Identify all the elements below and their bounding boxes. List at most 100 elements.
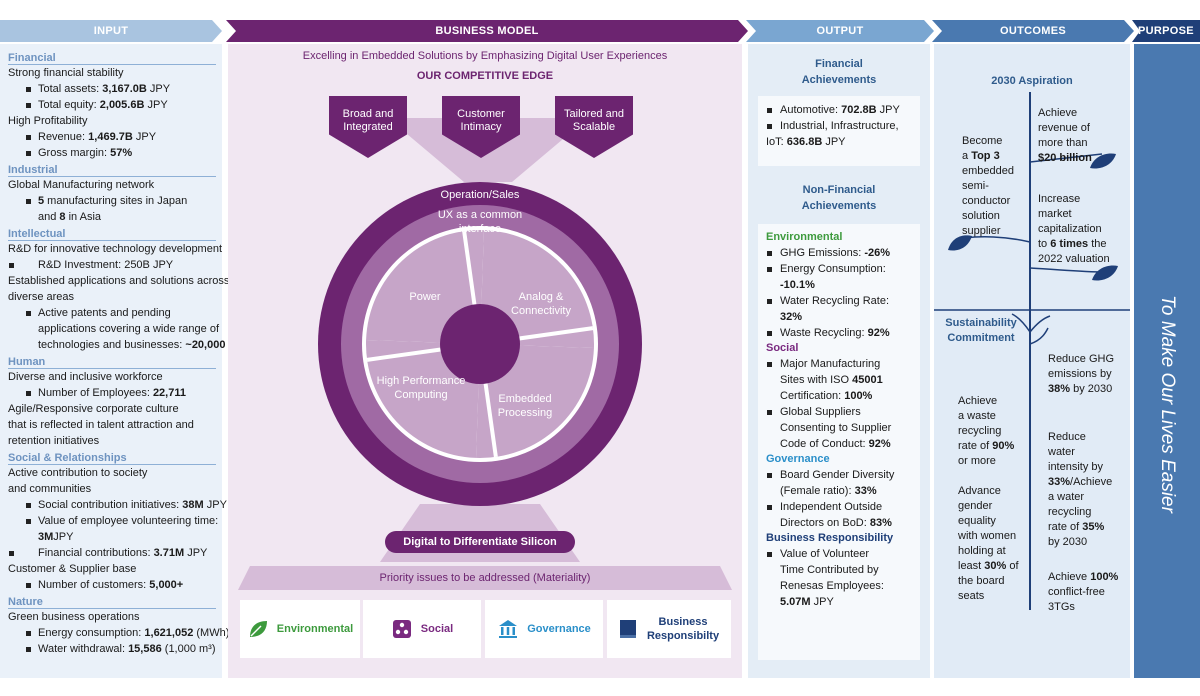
commitment-gender: Advance gender equality with women holdi…	[958, 485, 1019, 602]
input-line: Diverse and inclusive workforce	[8, 371, 163, 383]
input-header-label: INPUT	[93, 25, 129, 37]
digital-silicon-label: Digital to Differentiate Silicon	[403, 536, 557, 548]
input-line: that is reflected in talent attraction a…	[8, 419, 194, 431]
business-model-tagline: Excelling in Embedded Solutions by Empha…	[302, 50, 668, 62]
category-industrial: Industrial	[8, 162, 216, 177]
output-bullet: Water Recycling Rate:	[766, 293, 912, 309]
input-line: and communities	[8, 483, 92, 495]
output-line: Directors on BoD: 83%	[780, 517, 892, 529]
business-model-column: Excelling in Embedded Solutions by Empha…	[228, 44, 742, 678]
materiality-label: Priority issues to be addressed (Materia…	[379, 572, 591, 584]
input-line: Global Manufacturing network	[8, 179, 155, 191]
output-header-label: OUTPUT	[816, 25, 864, 37]
input-line: Established applications and solutions a…	[8, 275, 230, 287]
input-line: Active contribution to society	[8, 467, 148, 479]
output-line: -10.1%	[780, 279, 815, 291]
outcomes-tree	[934, 92, 1130, 610]
materiality-business-label: Business Responsibilty	[646, 616, 720, 642]
input-bullet: Number of Employees: 22,711	[8, 385, 216, 401]
commitment-water: Reduce water intensity by 33%/Achieve a …	[1048, 431, 1113, 548]
input-bullet: Value of employee volunteering time:	[8, 513, 218, 529]
output-line: Renesas Employees:	[780, 580, 884, 592]
aspiration-market-cap: Increase market capitalization to 6 time…	[1038, 193, 1110, 265]
input-line: diverse areas	[8, 291, 75, 303]
segment-label-hpc: High Performance Computing	[376, 375, 466, 401]
wheel-hub	[440, 304, 520, 384]
puzzle-icon	[392, 620, 411, 638]
input-bullet: R&D Investment: 250B JPY	[8, 257, 216, 273]
materiality-business: Business Responsibilty	[607, 600, 731, 658]
materiality-environmental: Environmental	[240, 600, 360, 658]
outcomes-header-label: OUTCOMES	[1000, 25, 1066, 37]
output-bullet: Industrial, Infrastructure,	[766, 118, 912, 134]
tree-roots	[1011, 313, 1051, 345]
business-wheel	[318, 182, 642, 506]
output-line: Time Contributed by	[780, 564, 879, 576]
input-header: INPUT	[0, 20, 222, 42]
output-bullet: Automotive: 702.8B JPY	[766, 102, 912, 118]
aspiration-revenue: Achieve revenue of more than $20 billion	[1038, 107, 1092, 164]
output-column: Financial Achievements Automotive: 702.8…	[748, 44, 930, 678]
leaf-icon	[1090, 153, 1116, 169]
output-bullet: Global Suppliers	[766, 404, 912, 420]
edge-label-intimacy: Customer Intimacy	[457, 108, 505, 133]
input-line: Customer & Supplier base	[8, 563, 137, 575]
commitment-conflict-free: Achieve 100% conflict-free 3TGs	[1048, 571, 1119, 613]
input-bullet: Social contribution initiatives: 38M JPY	[8, 497, 227, 513]
output-bullet: Energy Consumption:	[766, 261, 912, 277]
tree-branch	[1029, 267, 1105, 273]
inner-ring-label: UX as a common interface	[437, 209, 523, 235]
input-bullet: Gross margin: 57%	[8, 145, 216, 161]
category-human: Human	[8, 354, 216, 369]
input-bullet: Revenue: 1,469.7B JPY	[8, 129, 216, 145]
non-financial-achievements-box: Environmental GHG Emissions: -26% Energy…	[758, 224, 920, 660]
output-section-social: Social	[766, 342, 799, 354]
category-intellectual: Intellectual	[8, 226, 216, 241]
materiality-governance-label: Governance	[527, 623, 591, 635]
output-header: OUTPUT	[746, 20, 934, 42]
input-line: R&D for innovative technology developmen…	[8, 243, 223, 255]
materiality-social-label: Social	[420, 623, 454, 635]
segment-label-power: Power	[409, 291, 441, 303]
output-section-governance: Governance	[766, 453, 830, 465]
materiality-social: Social	[363, 600, 481, 658]
non-financial-achievements-title: Non-Financial Achievements	[801, 184, 877, 212]
materiality-banner: Priority issues to be addressed (Materia…	[238, 566, 732, 590]
purpose-column: To Make Our Lives Easier	[1134, 44, 1200, 678]
materiality-governance: Governance	[485, 600, 603, 658]
category-financial: Financial	[8, 50, 216, 65]
input-bullet: Number of customers: 5,000+	[8, 577, 216, 593]
input-bullet: Water withdrawal: 15,586 (1,000 m³)	[8, 641, 216, 657]
digital-silicon-pill: Digital to Differentiate Silicon	[385, 531, 575, 553]
output-bullet: Independent Outside	[766, 499, 912, 515]
institution-icon	[499, 620, 518, 638]
output-line: Code of Conduct: 92%	[780, 438, 891, 450]
segment-label-embedded: Embedded Processing	[497, 393, 553, 419]
output-line: (Female ratio): 33%	[780, 485, 877, 497]
input-line: and 8 in Asia	[38, 211, 102, 223]
edge-label-tailored: Tailored and Scalable	[564, 108, 624, 133]
input-bullet: Energy consumption: 1,621,052 (MWh)	[8, 625, 229, 641]
segment-label-analog: Analog & Connectivity	[511, 291, 571, 317]
aspiration-top3: Become a Top 3 embedded semi- conductor …	[962, 135, 1014, 237]
leaf-icon	[249, 621, 267, 637]
input-bullet: 5 manufacturing sites in Japan	[8, 193, 216, 209]
input-line: 3MJPY	[38, 531, 74, 543]
output-bullet: Board Gender Diversity	[766, 467, 912, 483]
competitive-edge-title: OUR COMPETITIVE EDGE	[416, 70, 554, 82]
input-bullet: Active patents and pending	[8, 305, 216, 321]
output-section-environmental: Environmental	[766, 231, 843, 243]
outcomes-header: OUTCOMES	[932, 20, 1134, 42]
business-model-header-label: BUSINESS MODEL	[435, 25, 539, 37]
outcomes-column: 2030 Aspiration Become a Top 3 embedded …	[934, 44, 1130, 678]
leaf-icon	[1092, 265, 1118, 281]
aspiration-title: 2030 Aspiration	[991, 75, 1073, 87]
input-line: Strong financial stability	[8, 67, 124, 79]
commitment-ghg: Reduce GHG emissions by 38% by 2030	[1048, 353, 1115, 395]
input-line: applications covering a wide range of	[38, 323, 220, 335]
materiality-environmental-label: Environmental	[276, 623, 354, 635]
category-nature: Nature	[8, 594, 216, 609]
input-line: Agile/Responsive corporate culture	[8, 403, 179, 415]
output-line: 5.07M JPY	[780, 596, 834, 608]
output-line: Sites with ISO 45001	[780, 374, 883, 386]
